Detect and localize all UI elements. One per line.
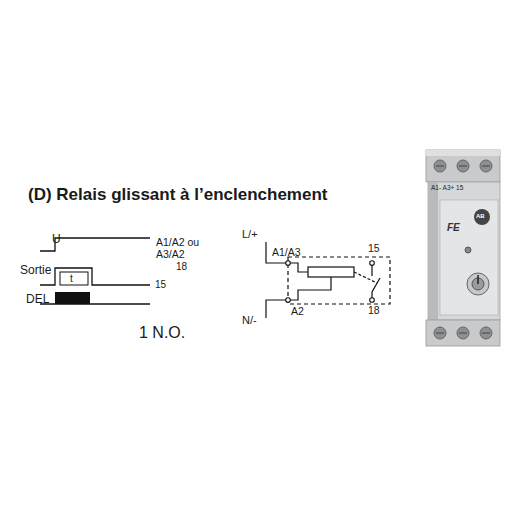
- relay-enclosure: [288, 257, 390, 304]
- terminal: [286, 261, 291, 266]
- terminal: [286, 298, 291, 303]
- coil-symbol: [308, 267, 354, 277]
- terminal-name: A2: [291, 306, 304, 318]
- led-pulse: [55, 292, 90, 304]
- title: (D) Relais glissant à l’enclenchement: [28, 186, 327, 205]
- contact-type: 1 N.O.: [139, 324, 185, 342]
- time-label: t: [70, 273, 73, 284]
- terminal: [370, 261, 375, 266]
- signal-name: Sortie: [20, 264, 51, 277]
- wire-coil-a2: [288, 277, 331, 300]
- logo-text: AB: [476, 213, 485, 220]
- terminal-number: 15: [155, 279, 166, 290]
- relay-photo: [426, 150, 500, 346]
- device-marking: FE: [447, 222, 460, 233]
- wire-n: [266, 300, 288, 318]
- terminal: [370, 298, 375, 303]
- time-box: [60, 272, 88, 285]
- terminal-number: 18: [176, 261, 187, 272]
- terminal-number: 15: [368, 243, 380, 255]
- signal-name: DEL: [26, 293, 49, 306]
- mechanical-link: [354, 272, 377, 283]
- signal-name: U: [52, 233, 61, 246]
- supply-name: L/+: [242, 228, 258, 240]
- output-waveform: [40, 268, 150, 285]
- terminal-name: A1/A2 ou A3/A2: [156, 237, 216, 260]
- terminal-number: 18: [368, 305, 380, 317]
- terminal-name: A1/A3: [272, 247, 301, 259]
- device-marking: A1- A3+ 15: [431, 184, 463, 191]
- wire-coil-a1: [288, 263, 308, 272]
- supply-name: N/-: [242, 314, 257, 326]
